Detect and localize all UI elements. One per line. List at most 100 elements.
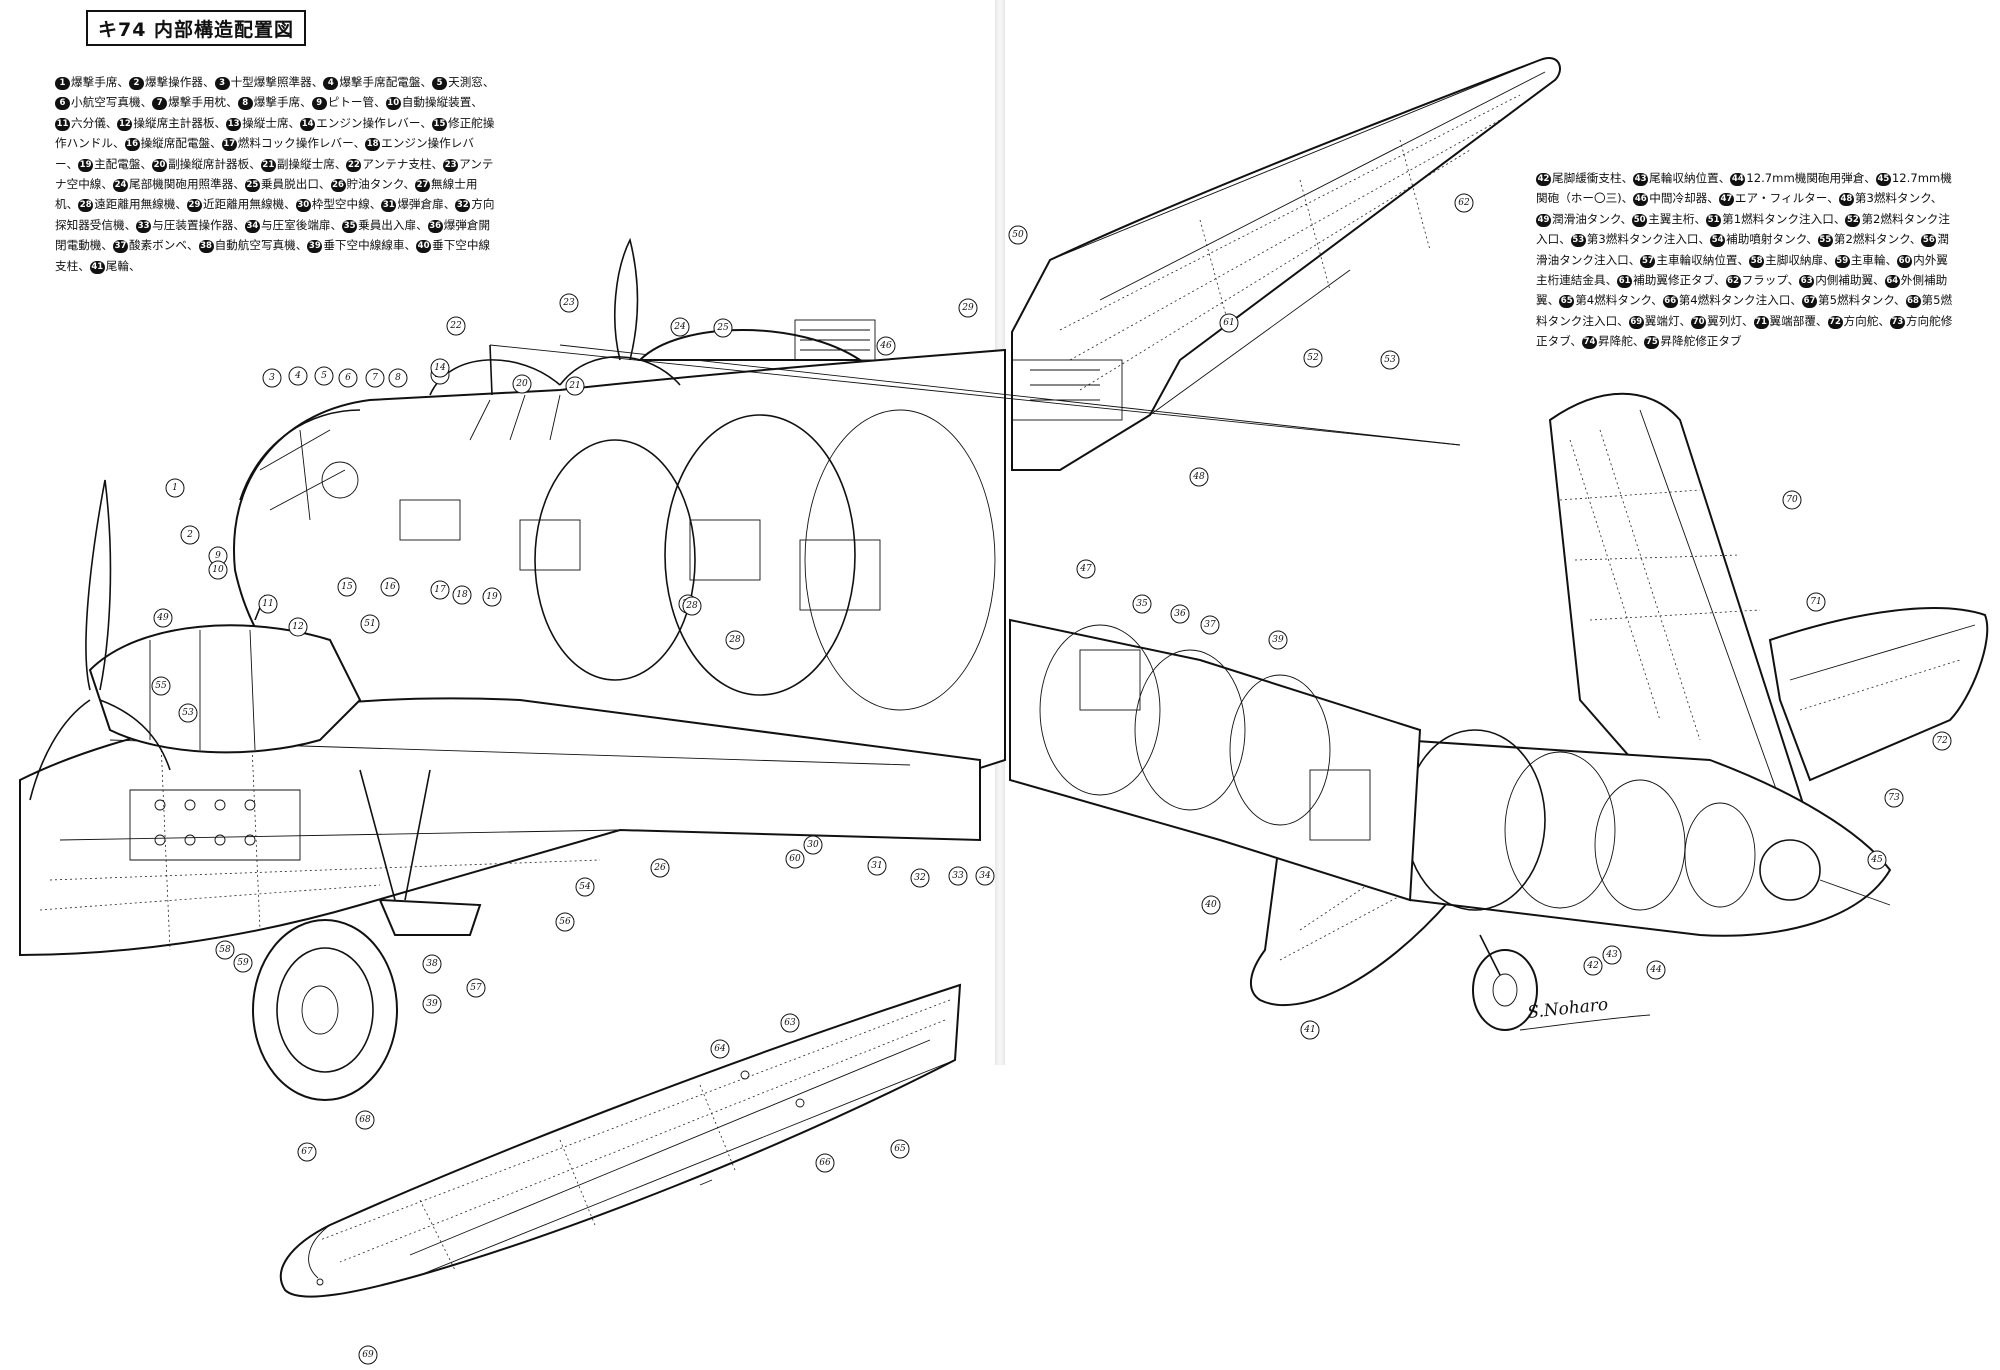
callout-68: 68 xyxy=(355,1110,375,1130)
legend-number: 5 xyxy=(432,77,448,90)
callout-32: 32 xyxy=(910,868,930,888)
callout-59: 59 xyxy=(233,953,253,973)
svg-text:23: 23 xyxy=(562,298,575,308)
legend-text: 内外翼主桁連結金具、 xyxy=(1536,252,1948,288)
callout-30: 30 xyxy=(803,835,823,855)
legend-number: 51 xyxy=(1706,213,1722,227)
svg-text:16: 16 xyxy=(384,582,396,592)
callout-37: 37 xyxy=(1200,615,1220,635)
svg-text:21: 21 xyxy=(568,381,580,391)
lower-wing xyxy=(279,983,962,1298)
svg-text:1: 1 xyxy=(172,483,178,493)
svg-text:70: 70 xyxy=(1786,495,1798,505)
svg-text:3: 3 xyxy=(269,373,275,383)
callout-25: 25 xyxy=(713,318,733,338)
legend-number: 68 xyxy=(1905,295,1921,309)
svg-text:28: 28 xyxy=(728,635,741,645)
callout-58: 58 xyxy=(215,940,235,960)
callout-35: 35 xyxy=(1132,594,1152,614)
callout-62: 62 xyxy=(1454,193,1474,213)
legend-number: 56 xyxy=(1921,234,1937,248)
svg-text:5: 5 xyxy=(321,371,327,381)
callout-60: 60 xyxy=(785,849,805,869)
svg-text:11: 11 xyxy=(262,599,273,609)
svg-text:60: 60 xyxy=(789,854,801,864)
callout-5: 5 xyxy=(314,366,334,386)
svg-text:43: 43 xyxy=(1605,950,1618,960)
svg-text:72: 72 xyxy=(1936,736,1948,746)
legend-text: 第4燃料タンク、 xyxy=(1575,293,1663,308)
legend-text: 主脚収納扉、 xyxy=(1765,252,1835,267)
legend-text: 爆撃手席、 xyxy=(71,75,129,89)
svg-text:31: 31 xyxy=(871,861,882,871)
blank-corner xyxy=(985,1065,2000,1370)
legend-text: 与圧装置操作器、 xyxy=(152,217,245,232)
legend-text: エア・フィルター、 xyxy=(1734,191,1839,206)
svg-text:68: 68 xyxy=(359,1115,371,1125)
callout-55: 55 xyxy=(151,676,171,696)
legend-number: 6 xyxy=(55,97,70,111)
callout-14: 14 xyxy=(430,358,450,378)
callout-42: 42 xyxy=(1583,956,1603,976)
legend-text: 昇降舵修正タブ xyxy=(1660,334,1742,349)
legend-text: 遠距離用無線機、 xyxy=(94,197,187,212)
legend-number: 73 xyxy=(1889,315,1905,329)
callout-29: 29 xyxy=(958,298,978,318)
svg-text:47: 47 xyxy=(1079,564,1092,574)
legend-text: 修正舵操作ハンドル、 xyxy=(55,115,495,151)
legend-text: 乗員出入扉、 xyxy=(358,217,428,232)
svg-text:36: 36 xyxy=(1174,609,1186,619)
callout-61: 61 xyxy=(1219,313,1239,333)
legend-number: 60 xyxy=(1897,254,1913,268)
legend-text: 第2燃料タンク注入口、 xyxy=(1536,211,1950,247)
legend-number: 61 xyxy=(1617,275,1633,289)
svg-text:33: 33 xyxy=(952,871,964,881)
svg-text:54: 54 xyxy=(579,882,591,892)
svg-text:24: 24 xyxy=(673,322,686,332)
callout-38: 38 xyxy=(422,954,442,974)
legend-number: 40 xyxy=(416,240,432,254)
callout-70: 70 xyxy=(1782,490,1802,510)
legend-number: 45 xyxy=(1875,173,1891,186)
svg-text:57: 57 xyxy=(470,983,482,993)
legend-number: 13 xyxy=(226,117,242,131)
legend-number: 32 xyxy=(455,199,471,213)
svg-text:17: 17 xyxy=(434,585,446,595)
legend-number: 10 xyxy=(385,97,401,111)
callout-15: 15 xyxy=(337,577,357,597)
callout-10: 10 xyxy=(208,560,228,580)
legend-number: 8 xyxy=(237,97,253,111)
svg-text:26: 26 xyxy=(653,863,666,873)
callout-16: 16 xyxy=(380,577,400,597)
legend-text: 主車輪収納位置、 xyxy=(1656,252,1750,267)
legend-number: 34 xyxy=(244,219,260,233)
legend-text: 爆撃手席配電盤、 xyxy=(339,75,433,89)
callout-71: 71 xyxy=(1806,592,1826,612)
